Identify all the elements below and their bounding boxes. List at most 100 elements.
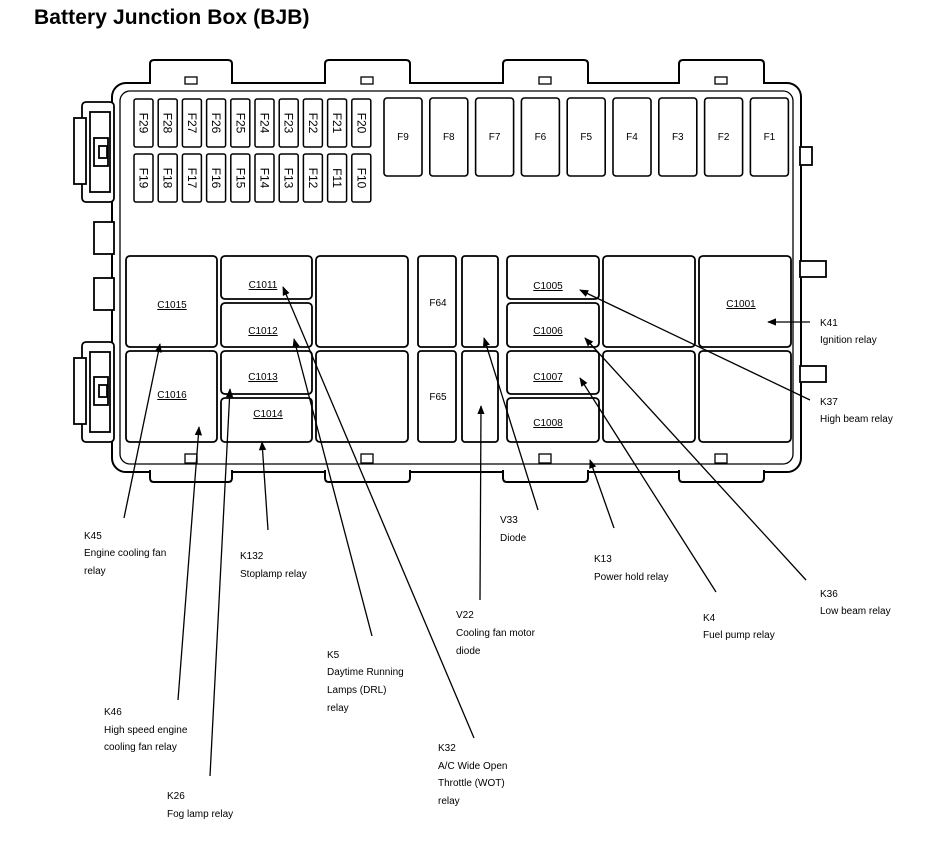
label-c1012: C1012 [248, 326, 278, 337]
mini-fuse-f24: F24 [254, 98, 275, 148]
callout-k4: K4 Fuel pump relay [703, 613, 775, 641]
svg-text:K5: K5 [327, 650, 340, 661]
mini-fuse-label: F12 [306, 168, 320, 189]
maxi-fuse-label: F4 [626, 132, 638, 143]
mini-fuse-label: F14 [258, 168, 272, 189]
svg-text:Engine cooling fan: Engine cooling fan [84, 548, 166, 559]
left-clips [73, 101, 115, 443]
relay-block-c1014 [220, 397, 313, 443]
callout-k5: K5 Daytime Running Lamps (DRL) relay [327, 650, 404, 714]
mini-fuse-label: F21 [330, 113, 344, 134]
maxi-fuse-f2: F2 [703, 97, 744, 177]
svg-text:K26: K26 [167, 791, 185, 802]
top-tabs [149, 59, 765, 85]
callout-k41: K41 Ignition relay [820, 318, 877, 346]
svg-text:Stoplamp relay: Stoplamp relay [240, 569, 307, 580]
svg-text:K13: K13 [594, 554, 612, 565]
relay-grid [125, 255, 792, 443]
label-c1011: C1011 [249, 280, 278, 291]
label-c1013: C1013 [248, 372, 278, 383]
mini-fuse-label: F25 [233, 113, 247, 134]
diode-v33 [461, 255, 499, 348]
leader-k13 [589, 459, 615, 529]
bottom-tabs [149, 453, 765, 483]
mini-fuse-f16: F16 [205, 153, 227, 203]
relay-block-large-1 [315, 255, 409, 348]
svg-text:relay: relay [84, 566, 106, 577]
mini-fuse-label: F26 [209, 113, 223, 134]
leader-k26 [209, 388, 234, 777]
relay-block-large-3 [602, 255, 696, 348]
mini-fuse-f26: F26 [205, 98, 227, 148]
callout-k13: K13 Power hold relay [594, 554, 668, 583]
leader-k36 [584, 337, 807, 581]
maxi-fuse-f8: F8 [428, 97, 469, 177]
svg-text:Throttle (WOT): Throttle (WOT) [438, 778, 505, 789]
mini-fuse-f12: F12 [302, 153, 324, 203]
svg-text:K36: K36 [820, 589, 838, 600]
mini-fuse-label: F29 [137, 113, 151, 134]
maxi-fuse-label: F1 [764, 132, 776, 143]
svg-text:Fuel pump relay: Fuel pump relay [703, 630, 775, 641]
relay-block-c1012 [220, 302, 313, 348]
maxi-fuse-f4: F4 [612, 97, 652, 177]
label-c1016: C1016 [157, 390, 187, 401]
svg-text:High beam relay: High beam relay [820, 414, 893, 425]
svg-text:relay: relay [438, 796, 460, 807]
callouts: K41 Ignition relay K37 High beam relay K… [84, 318, 893, 820]
svg-text:diode: diode [456, 646, 481, 657]
maxi-fuse-f6: F6 [520, 97, 561, 177]
label-c1014: C1014 [253, 409, 283, 420]
svg-text:V22: V22 [456, 610, 474, 621]
mini-fuse-label: F19 [137, 168, 151, 189]
svg-text:Lamps (DRL): Lamps (DRL) [327, 685, 386, 696]
maxi-fuse-label: F5 [580, 132, 592, 143]
svg-text:Power hold relay: Power hold relay [594, 572, 668, 583]
svg-text:K37: K37 [820, 397, 838, 408]
maxi-fuse-label: F7 [489, 132, 501, 143]
svg-text:Fog lamp relay: Fog lamp relay [167, 809, 233, 820]
svg-text:K4: K4 [703, 613, 716, 624]
diode-v22 [461, 350, 499, 443]
label-c1008: C1008 [533, 418, 563, 429]
svg-text:K45: K45 [84, 531, 102, 542]
svg-text:K132: K132 [240, 551, 264, 562]
callout-k36: K36 Low beam relay [820, 589, 891, 617]
callout-k46: K46 High speed engine cooling fan relay [104, 707, 188, 753]
leader-k4 [579, 377, 717, 593]
maxi-fuse-f5: F5 [566, 97, 607, 177]
relay-block-c1016 [125, 350, 218, 443]
callout-v22: V22 Cooling fan motor diode [456, 610, 536, 657]
mini-fuse-label: F27 [185, 113, 199, 134]
maxi-fuse-label: F9 [397, 132, 409, 143]
leader-v33 [482, 337, 539, 511]
leader-k37 [579, 289, 811, 401]
mini-fuse-label: F28 [161, 113, 175, 134]
mini-fuse-f13: F13 [278, 153, 299, 203]
svg-text:Diode: Diode [500, 533, 527, 544]
svg-text:K32: K32 [438, 743, 456, 754]
callout-k37: K37 High beam relay [820, 397, 893, 425]
mini-fuse-f19: F19 [133, 153, 154, 203]
maxi-fuse-f7: F7 [474, 97, 515, 177]
mini-fuse-f17: F17 [181, 153, 203, 203]
mini-fuse-f18: F18 [157, 153, 178, 203]
leader-k5 [292, 338, 373, 637]
leader-lines [123, 286, 811, 777]
mini-fuse-f22: F22 [302, 98, 324, 148]
callout-k45: K45 Engine cooling fan relay [84, 531, 166, 577]
mini-fuse-label: F15 [233, 168, 247, 189]
maxi-fuse-label: F2 [718, 132, 730, 143]
mini-fuse-label: F24 [258, 113, 272, 134]
mini-fuse-f20: F20 [351, 98, 372, 148]
mini-fuse-f25: F25 [230, 98, 251, 148]
relay-block-c1007 [506, 350, 600, 395]
label-c1001: C1001 [726, 299, 756, 310]
mini-fuse-label: F17 [185, 168, 199, 189]
mini-fuse-f15: F15 [230, 153, 251, 203]
mini-fuse-label: F20 [354, 113, 368, 134]
svg-text:Cooling fan motor: Cooling fan motor [456, 628, 536, 639]
